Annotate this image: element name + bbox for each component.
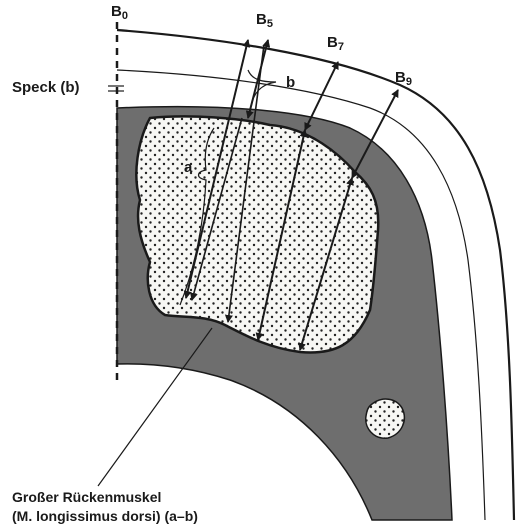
- small-muscle-spot: [366, 399, 405, 438]
- label-b0: B0: [111, 4, 128, 24]
- label-b5: B5: [256, 12, 273, 32]
- b-bracket: [248, 70, 276, 112]
- caption-line-1: Großer Rückenmuskel: [12, 488, 161, 506]
- label-speck: Speck (b): [12, 80, 80, 96]
- label-a: a: [184, 160, 192, 176]
- label-b7: B7: [327, 35, 344, 55]
- caption-line-2: (M. longissimus dorsi) (a–b): [12, 507, 198, 525]
- label-b9: B9: [395, 70, 412, 90]
- label-b: b: [286, 75, 295, 91]
